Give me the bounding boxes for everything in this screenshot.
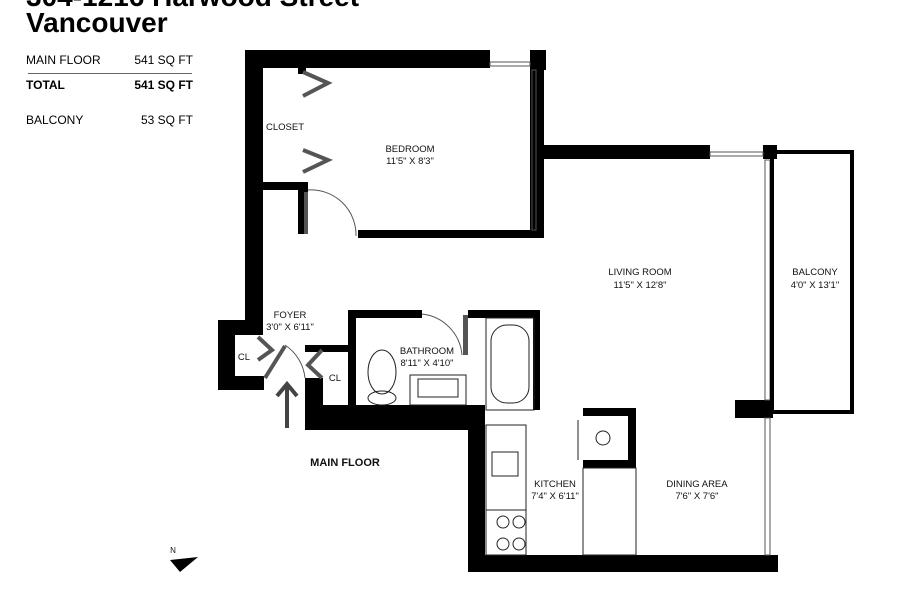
foyer-size: 3'0" X 6'11" xyxy=(266,322,314,333)
bathroom-size: 8'11" X 4'10" xyxy=(401,358,454,369)
dining-area-size: 7'6" X 7'6" xyxy=(675,491,718,502)
area-value: 541 SQ FT xyxy=(134,78,193,92)
kitchen-size: 7'4" X 6'11" xyxy=(531,491,579,502)
area-row-main-floor: MAIN FLOOR 541 SQ FT xyxy=(26,53,193,67)
area-value: 541 SQ FT xyxy=(134,53,193,67)
bedroom-label: BEDROOM xyxy=(385,144,434,155)
balcony-label: BALCONY xyxy=(792,267,838,278)
foyer-label: FOYER xyxy=(274,310,307,321)
divider xyxy=(28,73,192,74)
area-row-total: TOTAL 541 SQ FT xyxy=(26,78,193,92)
area-label: BALCONY xyxy=(26,113,84,127)
sink-icon xyxy=(491,451,519,477)
address-title: 304-1216 Harwood Street xyxy=(26,0,359,12)
closet-right-label: CL xyxy=(329,373,341,384)
living-room-label: LIVING ROOM xyxy=(608,267,671,278)
fixtures xyxy=(367,317,637,556)
dining-area-label: DINING AREA xyxy=(666,479,728,490)
stove-icon xyxy=(485,509,527,556)
svg-text:N: N xyxy=(170,546,176,555)
windows xyxy=(489,61,771,556)
area-row-balcony: BALCONY 53 SQ FT xyxy=(26,113,193,127)
area-label: MAIN FLOOR xyxy=(26,53,101,67)
balcony-outline xyxy=(770,150,854,414)
balcony-size: 4'0" X 13'1" xyxy=(791,280,839,291)
living-room-size: 11'5" X 12'8" xyxy=(614,280,667,291)
closet-left-label: CL xyxy=(238,352,250,363)
bathroom-label: BATHROOM xyxy=(400,346,454,357)
closet-label: CLOSET xyxy=(266,122,304,133)
door-swings xyxy=(284,189,463,379)
floor-label: MAIN FLOOR xyxy=(310,457,380,469)
bedroom-size: 11'5" X 8'3" xyxy=(386,156,434,167)
kitchen-label: KITCHEN xyxy=(534,479,576,490)
dishwasher-icon xyxy=(595,430,611,446)
city-title: Vancouver xyxy=(26,7,168,38)
arrow-up-icon xyxy=(275,380,299,428)
toilet-icon xyxy=(367,349,397,395)
compass-north-icon: N xyxy=(170,546,198,572)
area-value: 53 SQ FT xyxy=(140,113,193,127)
area-label: TOTAL xyxy=(26,78,65,92)
walls xyxy=(218,50,778,572)
doors xyxy=(256,70,333,380)
